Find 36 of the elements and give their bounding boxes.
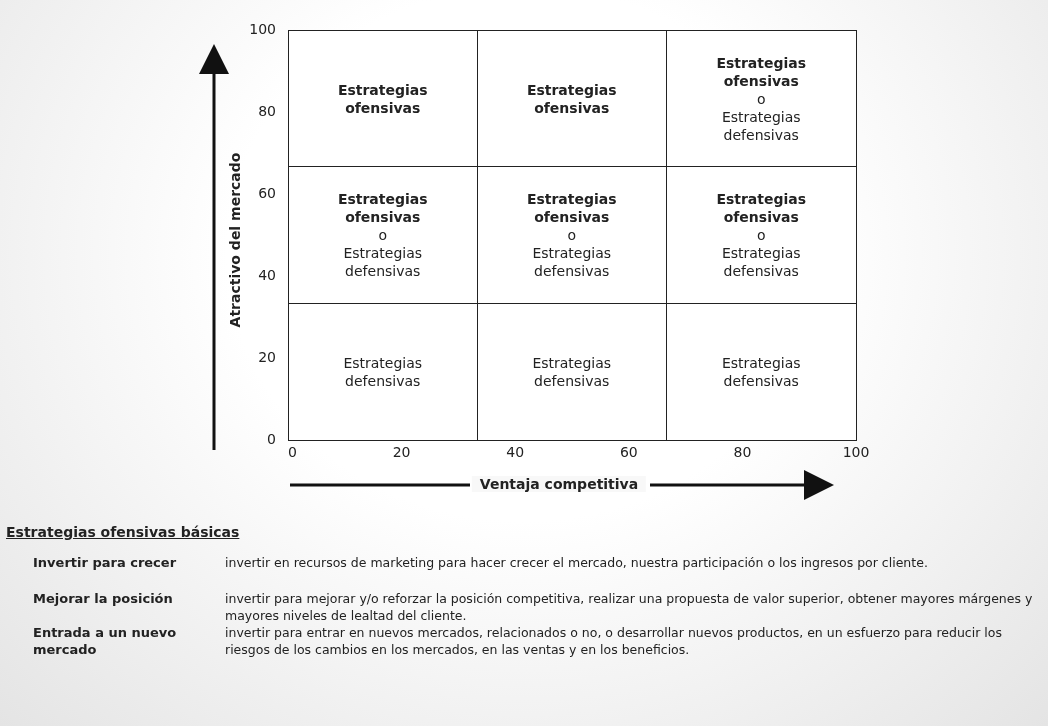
tick-label: 0 — [288, 444, 297, 460]
tick-label: 20 — [392, 444, 411, 460]
tick-label: 100 — [842, 444, 870, 460]
matrix-cell — [288, 303, 478, 441]
strategy-text: Estrategias ofensivas — [525, 80, 618, 117]
tick-label: 100 — [248, 21, 276, 37]
tick-label: 80 — [733, 444, 752, 460]
matrix-cell — [666, 30, 857, 167]
strategy-text: o — [566, 226, 578, 244]
tick-label: 60 — [619, 444, 638, 460]
term-label: Entrada a un nuevo mercado — [33, 624, 178, 658]
axis-title: Atractivo del mercado — [227, 151, 243, 330]
definition-text: invertir para mejorar y/o reforzar la posición competitiva, realizar una propuesta de valor superior, obtener mayores márgenes y mayores niveles de lealtad del cliente. — [225, 590, 1034, 624]
definition-text: invertir para entrar en nuevos mercados, relacionados o no, o desarrollar nuevos productos, en un esfuerzo para reducir los riesgos de los cambios en los mercados, en las ventas y en los beneficios. — [225, 624, 1003, 658]
matrix-cell — [666, 303, 857, 441]
matrix-cell — [288, 30, 478, 167]
strategy-text: Estrategias defensivas — [531, 244, 613, 280]
strategy-text: o — [755, 226, 767, 244]
strategy-text: Estrategias defensivas — [720, 244, 802, 280]
tick-label: 20 — [257, 349, 276, 365]
strategy-text: Estrategias ofensivas — [336, 80, 429, 117]
strategy-text: o — [377, 226, 389, 244]
definition-text: invertir en recursos de marketing para hacer crecer el mercado, nuestra participación o los ingresos por cliente. — [225, 554, 929, 571]
strategy-text: Estrategias defensivas — [720, 354, 802, 390]
strategy-text: o — [755, 89, 767, 108]
strategy-text: Estrategias defensivas — [342, 354, 424, 390]
section-heading: Estrategias ofensivas básicas — [6, 524, 240, 540]
tick-label: 0 — [266, 431, 276, 447]
strategy-text: Estrategias defensivas — [531, 354, 613, 390]
axis-title: Ventaja competitiva — [471, 476, 647, 492]
tick-label: 40 — [506, 444, 525, 460]
term-label: Invertir para crecer — [33, 554, 178, 571]
term-label: Mejorar la posición — [33, 590, 174, 607]
strategy-text: Estrategias defensivas — [342, 244, 424, 280]
strategy-text: Estrategias defensivas — [720, 107, 802, 144]
tick-label: 80 — [257, 103, 276, 119]
